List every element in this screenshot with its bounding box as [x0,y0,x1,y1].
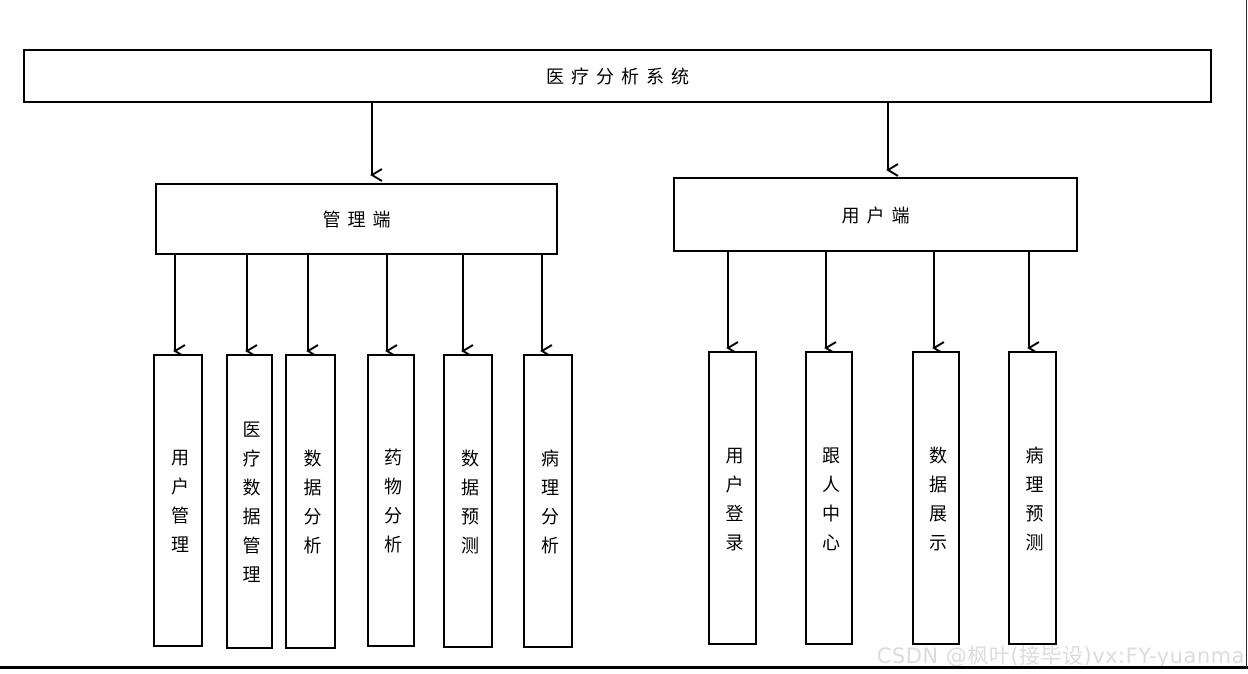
leaf-node-drug-analysis: 药物分析 [367,354,415,647]
bottom-border-line [0,666,1248,669]
right-border-line [1245,0,1248,669]
leaf-label: 用户管理 [168,448,189,564]
leaf-label: 病理预测 [1022,445,1044,562]
leaf-label: 跟人中心 [819,445,840,562]
leaf-node-data-analysis: 数据分析 [285,354,336,649]
user-to-leaf-arrows [726,252,1040,355]
csdn-watermark: CSDN @枫叶(接毕设)vx:FY-yuanma [876,644,1245,668]
root-node-label: 医疗分析系统 [546,67,696,88]
leaf-label: 用户登录 [722,445,744,562]
user-side-node: 用户端 [673,177,1078,252]
leaf-label: 医疗数据管理 [239,420,261,594]
leaf-label: 数据分析 [300,449,322,565]
root-node-medical-analysis-system: 医疗分析系统 [23,49,1212,103]
leaf-label: 数据预测 [458,448,479,565]
management-side-node: 管理端 [155,183,558,255]
leaf-label: 数据展示 [926,445,947,562]
leaf-node-data-prediction: 数据预测 [443,354,493,648]
leaf-label: 药物分析 [381,448,402,564]
leaf-node-medical-data-management: 医疗数据管理 [226,354,273,649]
management-to-leaf-arrows [173,255,553,358]
management-side-label: 管理端 [322,210,398,231]
leaf-node-personal-center: 跟人中心 [805,351,853,645]
user-side-label: 用户端 [841,205,917,227]
root-to-user-arrow [881,96,899,177]
leaf-node-user-management: 用户管理 [153,354,203,647]
leaf-label: 病理分析 [538,448,559,565]
leaf-node-user-login: 用户登录 [708,351,757,645]
leaf-node-pathology-prediction: 病理预测 [1008,351,1057,645]
leaf-node-pathology-analysis: 病理分析 [523,354,573,648]
leaf-node-data-display: 数据展示 [912,351,960,645]
